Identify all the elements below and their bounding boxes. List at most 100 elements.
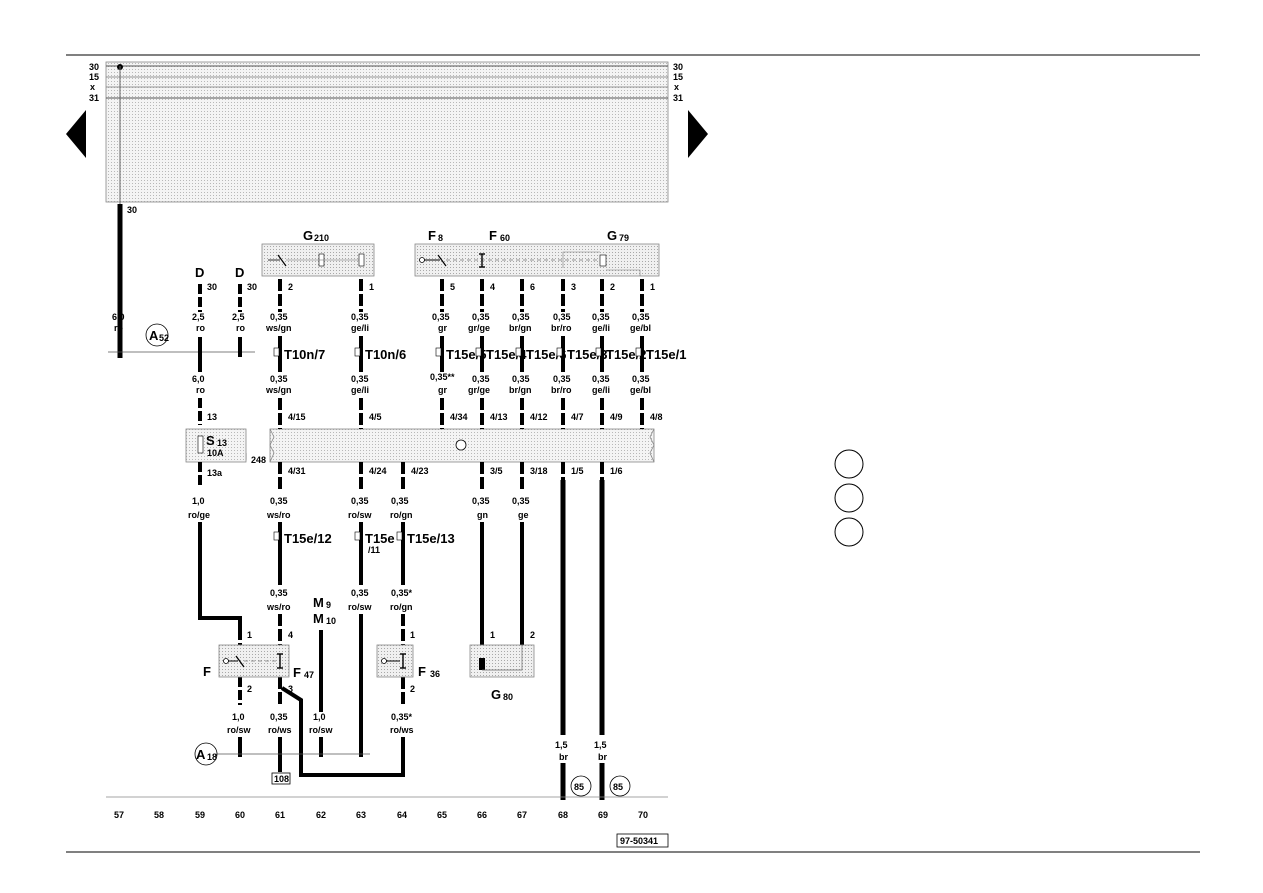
svg-text:36: 36 bbox=[430, 669, 440, 679]
document-number: 97-50341 bbox=[620, 836, 658, 846]
svg-text:66: 66 bbox=[477, 810, 487, 820]
connector-T15e-6: T15e/6 bbox=[526, 347, 566, 362]
svg-text:0,35: 0,35 bbox=[472, 374, 490, 384]
ground-A18: A 18 bbox=[194, 742, 370, 766]
svg-text:68: 68 bbox=[558, 810, 568, 820]
svg-text:18: 18 bbox=[207, 752, 217, 762]
svg-text:2: 2 bbox=[247, 684, 252, 694]
svg-text:ws/ro: ws/ro bbox=[266, 602, 291, 612]
ground-A52: A 52 bbox=[108, 323, 255, 353]
svg-text:4/23: 4/23 bbox=[411, 466, 429, 476]
svg-text:61: 61 bbox=[275, 810, 285, 820]
svg-text:5: 5 bbox=[450, 282, 455, 292]
switch-F36: F 36 bbox=[376, 644, 440, 679]
svg-text:13a: 13a bbox=[207, 468, 223, 478]
sensor-G80: G 80 bbox=[469, 644, 535, 702]
connector-T15e-1: T15e/1 bbox=[646, 347, 686, 362]
svg-text:ro: ro bbox=[196, 385, 206, 395]
svg-text:F: F bbox=[293, 665, 301, 680]
circuit-57: 30 6,0 ro bbox=[112, 204, 137, 358]
prev-page-arrow-icon[interactable] bbox=[66, 110, 86, 158]
empty-circle-2 bbox=[834, 483, 864, 513]
svg-text:0,35: 0,35 bbox=[512, 374, 530, 384]
control-unit-J248: J 248 bbox=[240, 428, 655, 465]
connector-T10n-6: T10n/6 bbox=[365, 347, 406, 362]
wire-size: 6,0 bbox=[112, 312, 125, 322]
sensor-G210: G 210 bbox=[261, 228, 375, 277]
svg-text:gr/ge: gr/ge bbox=[468, 323, 490, 333]
svg-text:ro/ws: ro/ws bbox=[268, 725, 292, 735]
svg-text:52: 52 bbox=[159, 333, 169, 343]
svg-text:0,35: 0,35 bbox=[472, 312, 490, 322]
svg-text:ge/bl: ge/bl bbox=[630, 385, 651, 395]
svg-text:70: 70 bbox=[638, 810, 648, 820]
svg-text:4/13: 4/13 bbox=[490, 412, 508, 422]
svg-text:4/5: 4/5 bbox=[369, 412, 382, 422]
svg-text:1,0: 1,0 bbox=[192, 496, 205, 506]
svg-text:9: 9 bbox=[326, 600, 331, 610]
svg-text:2: 2 bbox=[610, 282, 615, 292]
svg-text:A: A bbox=[149, 328, 159, 343]
svg-text:4/15: 4/15 bbox=[288, 412, 306, 422]
connector-T15e-11: T15e bbox=[365, 531, 395, 546]
sensor-group-F8-F60-G79: F 8 F 60 G 79 bbox=[414, 228, 660, 277]
next-page-arrow-icon[interactable] bbox=[688, 110, 708, 158]
svg-text:0,35: 0,35 bbox=[270, 312, 288, 322]
svg-text:0,35: 0,35 bbox=[351, 374, 369, 384]
svg-text:G: G bbox=[491, 687, 501, 702]
svg-text:ro/gn: ro/gn bbox=[390, 602, 413, 612]
connector-T15e-13: T15e/13 bbox=[407, 531, 455, 546]
circuit-60-top: D 30 2,5 ro bbox=[232, 265, 257, 357]
svg-text:gr/ge: gr/ge bbox=[468, 385, 490, 395]
svg-text:62: 62 bbox=[316, 810, 326, 820]
empty-circle-3 bbox=[834, 517, 864, 547]
svg-text:2: 2 bbox=[530, 630, 535, 640]
svg-text:85: 85 bbox=[574, 782, 584, 792]
svg-text:0,35: 0,35 bbox=[632, 312, 650, 322]
svg-text:ro/sw: ro/sw bbox=[348, 510, 373, 520]
svg-text:0,35: 0,35 bbox=[270, 712, 288, 722]
svg-text:ws/gn: ws/gn bbox=[265, 323, 292, 333]
svg-text:3/5: 3/5 bbox=[490, 466, 503, 476]
svg-text:ge/li: ge/li bbox=[351, 323, 369, 333]
connector-T15e-12: T15e/12 bbox=[284, 531, 332, 546]
svg-text:/11: /11 bbox=[368, 545, 380, 555]
svg-text:0,35: 0,35 bbox=[512, 312, 530, 322]
svg-text:0,35: 0,35 bbox=[432, 312, 450, 322]
empty-circle-1 bbox=[834, 449, 864, 479]
svg-text:br/gn: br/gn bbox=[509, 385, 532, 395]
svg-text:0,35: 0,35 bbox=[351, 588, 369, 598]
component-D-2: D bbox=[235, 265, 244, 280]
svg-text:4/12: 4/12 bbox=[530, 412, 548, 422]
svg-text:0,35: 0,35 bbox=[351, 312, 369, 322]
svg-text:0,35: 0,35 bbox=[632, 374, 650, 384]
svg-text:ro: ro bbox=[236, 323, 246, 333]
svg-text:gn: gn bbox=[477, 510, 488, 520]
svg-text:2: 2 bbox=[410, 684, 415, 694]
svg-text:65: 65 bbox=[437, 810, 447, 820]
svg-text:59: 59 bbox=[195, 810, 205, 820]
svg-text:1: 1 bbox=[650, 282, 655, 292]
svg-text:br: br bbox=[559, 752, 568, 762]
component-D: D bbox=[195, 265, 204, 280]
ref-85-b: 85 bbox=[609, 775, 631, 797]
svg-text:br/ro: br/ro bbox=[551, 385, 572, 395]
svg-text:30: 30 bbox=[207, 282, 217, 292]
svg-text:ge/li: ge/li bbox=[592, 385, 610, 395]
svg-text:ro/ws: ro/ws bbox=[390, 725, 414, 735]
svg-text:6: 6 bbox=[530, 282, 535, 292]
svg-text:ws/gn: ws/gn bbox=[265, 385, 292, 395]
rail-31-right: 31 bbox=[673, 93, 683, 103]
svg-text:G: G bbox=[303, 228, 313, 243]
svg-text:4: 4 bbox=[490, 282, 495, 292]
svg-text:br/gn: br/gn bbox=[509, 323, 532, 333]
rail-30-left: 30 bbox=[89, 62, 99, 72]
svg-text:0,35: 0,35 bbox=[553, 374, 571, 384]
svg-text:0,35**: 0,35** bbox=[430, 372, 455, 382]
svg-text:0,35: 0,35 bbox=[270, 374, 288, 384]
svg-text:1,5: 1,5 bbox=[555, 740, 568, 750]
svg-text:0,35: 0,35 bbox=[270, 496, 288, 506]
svg-text:4/7: 4/7 bbox=[571, 412, 584, 422]
svg-text:3: 3 bbox=[288, 684, 293, 694]
svg-text:4/34: 4/34 bbox=[450, 412, 468, 422]
